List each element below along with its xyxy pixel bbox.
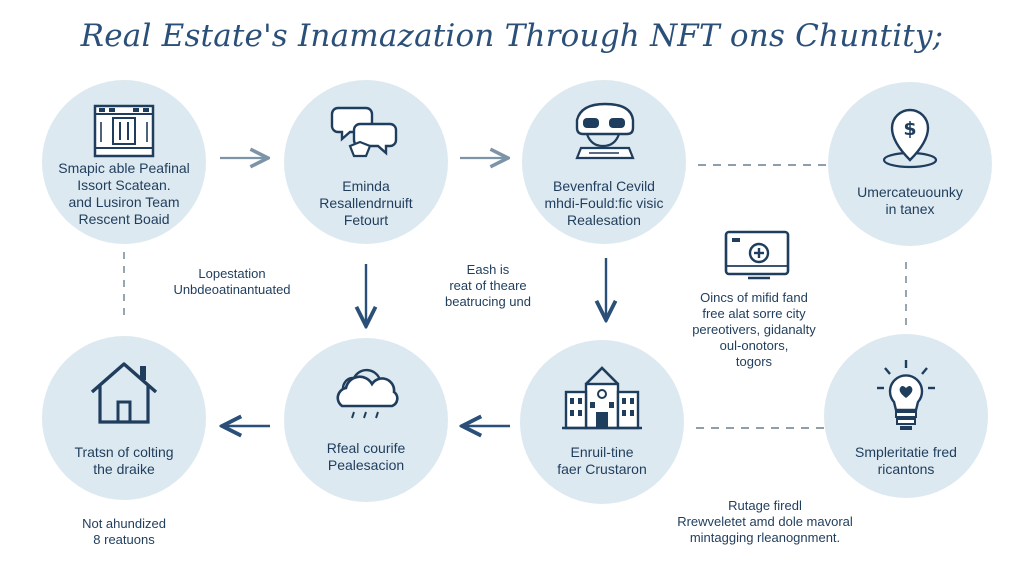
node-1-label: Smapic able Peafinal Issort Scatean. and… (58, 160, 190, 227)
cloud-rain-icon (336, 368, 399, 419)
note-not-ahundized: Not ahundized 8 reatuons (82, 516, 166, 547)
node-3-label: Bevenfral Cevild mhdi-Fould:fic visic Re… (544, 178, 664, 228)
diagram-title: Real Estate's Inamazation Through NFT on… (80, 18, 944, 54)
node-6: Rfeal courife Pealesacion (284, 338, 448, 502)
node-2: Eminda Resallendrnuift Fetourt (284, 80, 448, 244)
node-2-label: Eminda Resallendrnuift Fetourt (319, 178, 413, 228)
city-building-icon (562, 366, 642, 430)
node-5: Tratsn of colting the draike (42, 336, 206, 500)
node-4: $ Umercateuounky in tanex (828, 82, 992, 246)
house-icon (90, 362, 158, 424)
node-8-label: Smpleritatie fred ricantons (855, 444, 957, 477)
note-oincs: Oincs of mifid fand free alat sorre city… (692, 290, 816, 369)
dollar-pin-icon: $ (882, 108, 938, 169)
node-5-label: Tratsn of colting the draike (74, 444, 174, 477)
note-rutage: Rutage firedl Rrewveletet amd dole mavor… (677, 498, 853, 545)
lightbulb-icon (877, 360, 935, 430)
building-panel-icon (93, 104, 155, 158)
node-6-label: Rfeal courife Pealesacion (326, 440, 406, 473)
vr-headset-icon (575, 102, 635, 160)
node-1: Smapic able Peafinal Issort Scatean. and… (42, 80, 206, 244)
speech-bubbles-icon (330, 106, 398, 158)
note-eash: Eash is reat of theare beatrucing und (444, 262, 531, 309)
node-7-label: Enruil-tine faer Crustaron (557, 444, 647, 477)
node-4-label: Umercateuounky in tanex (857, 184, 963, 217)
screen-plus-icon (724, 230, 790, 280)
note-lopestation: Lopestation Unbdeoatinantuated (173, 266, 291, 297)
svg-text:$: $ (903, 118, 916, 140)
node-3: Bevenfral Cevild mhdi-Fould:fic visic Re… (522, 80, 686, 244)
node-8: Smpleritatie fred ricantons (824, 334, 988, 498)
node-7: Enruil-tine faer Crustaron (520, 340, 684, 504)
